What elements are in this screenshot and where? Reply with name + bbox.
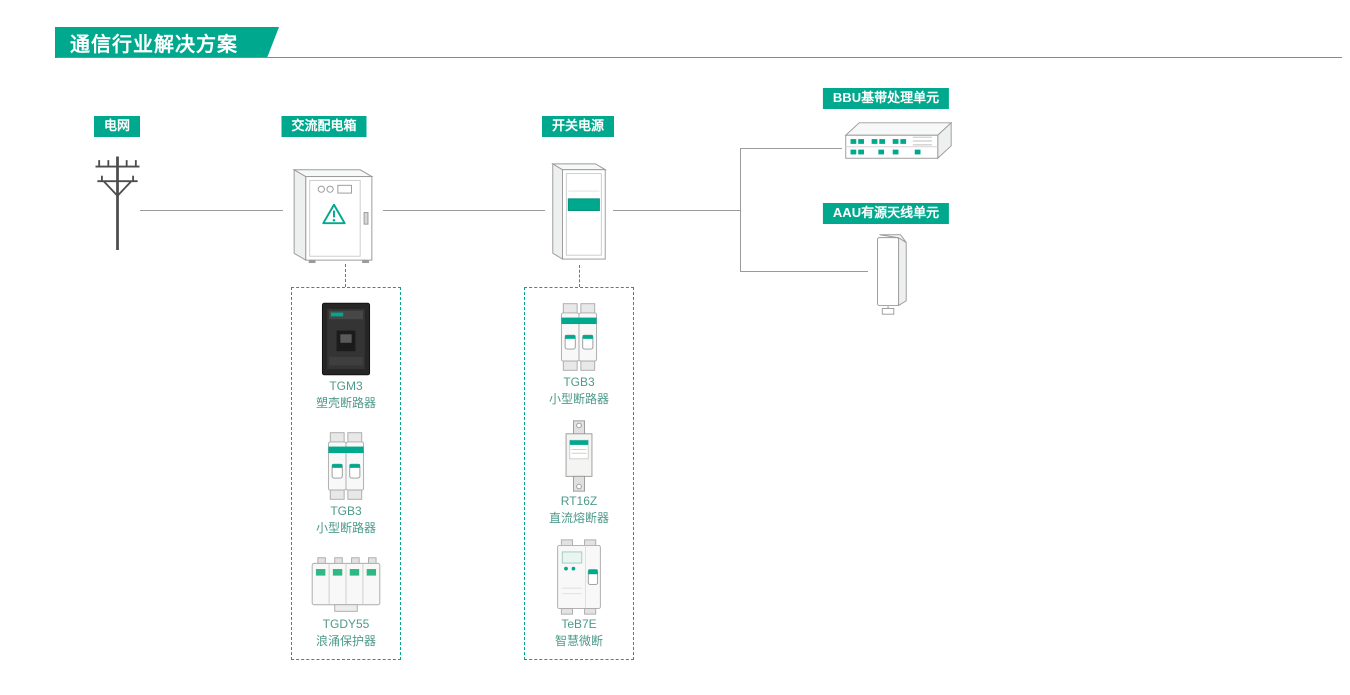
product-model: TeB7E [561, 617, 597, 632]
product-item: TGB3 小型断路器 [316, 429, 376, 537]
product-model: RT16Z [560, 494, 598, 509]
ac-distribution-cabinet-icon [292, 168, 374, 264]
product-item: TGDY55 浪涌保护器 [306, 554, 386, 650]
product-model: TGDY55 [322, 617, 370, 632]
product-name: 小型断路器 [315, 521, 376, 535]
tgm3-mccb-icon [321, 302, 371, 376]
product-item: TeB7E 智慧微断 [550, 538, 608, 650]
tgdy55-spd-icon [311, 557, 381, 613]
node-label-aau: AAU有源天线单元 [822, 203, 950, 224]
product-model: TGB3 [563, 375, 595, 389]
node-label-bbu: BBU基带处理单元 [822, 88, 950, 109]
bbu-device-icon [844, 121, 953, 160]
node-label-grid: 电网 [93, 116, 141, 137]
connector-junction-to-bbu [740, 148, 842, 149]
node-label-ac-box: 交流配电箱 [281, 116, 367, 137]
connector-acbox-to-power [383, 210, 545, 211]
connector-grid-to-acbox [140, 210, 283, 211]
product-group-acbox: TGM3 塑壳断路器 TGB3 小型断路器 [291, 287, 401, 660]
product-name: 小型断路器 [548, 391, 609, 406]
tgb3-mcb-icon [560, 303, 598, 371]
dashed-connector-power-group [579, 265, 580, 287]
switching-power-cabinet-icon [551, 163, 607, 260]
aau-device-icon [877, 234, 907, 315]
product-item: TGM3 塑壳断路器 [313, 300, 379, 412]
product-model: TGM3 [329, 379, 363, 393]
title-underline [57, 57, 1342, 58]
title-banner: 通信行业解决方案 [55, 27, 279, 58]
connector-power-to-junction [613, 210, 740, 211]
node-label-power: 开关电源 [541, 116, 615, 137]
connector-junction-vertical [740, 148, 741, 272]
product-group-power: TGB3 小型断路器 RT16Z 直流熔断器 [524, 287, 634, 660]
dashed-connector-acbox-group [345, 264, 346, 287]
power-pole-icon [95, 156, 140, 250]
connector-junction-to-aau [740, 271, 868, 272]
rt16z-fuse-icon [565, 420, 593, 492]
tgb3-mcb-icon [327, 432, 365, 500]
teb7e-smart-breaker-icon [557, 539, 601, 616]
page-title: 通信行业解决方案 [70, 34, 238, 56]
product-model: TGB3 [330, 504, 362, 519]
product-item: RT16Z 直流熔断器 [549, 419, 609, 527]
product-name: 浪涌保护器 [315, 634, 376, 649]
product-name: 直流熔断器 [548, 511, 609, 525]
product-item: TGB3 小型断路器 [549, 300, 609, 408]
product-name: 塑壳断路器 [315, 395, 376, 410]
product-name: 智慧微断 [554, 634, 603, 649]
